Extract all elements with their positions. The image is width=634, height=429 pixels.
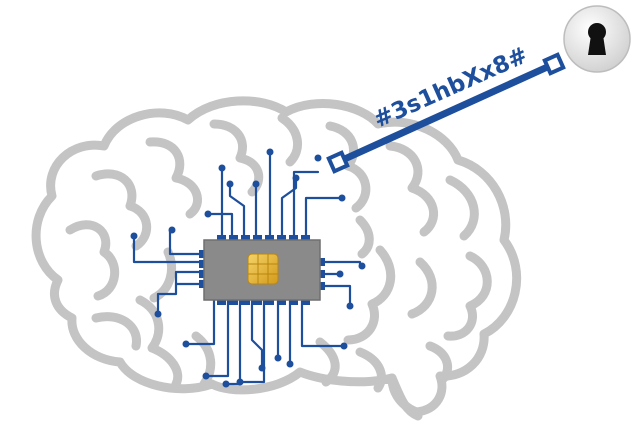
trace-terminal-square bbox=[542, 52, 566, 76]
circuit-traces bbox=[132, 60, 558, 386]
keyhole-icon bbox=[588, 23, 606, 55]
lock-button[interactable] bbox=[563, 5, 631, 73]
microchip-icon bbox=[199, 235, 325, 305]
trace-terminals bbox=[130, 148, 366, 388]
trace-terminal-square bbox=[326, 150, 350, 174]
